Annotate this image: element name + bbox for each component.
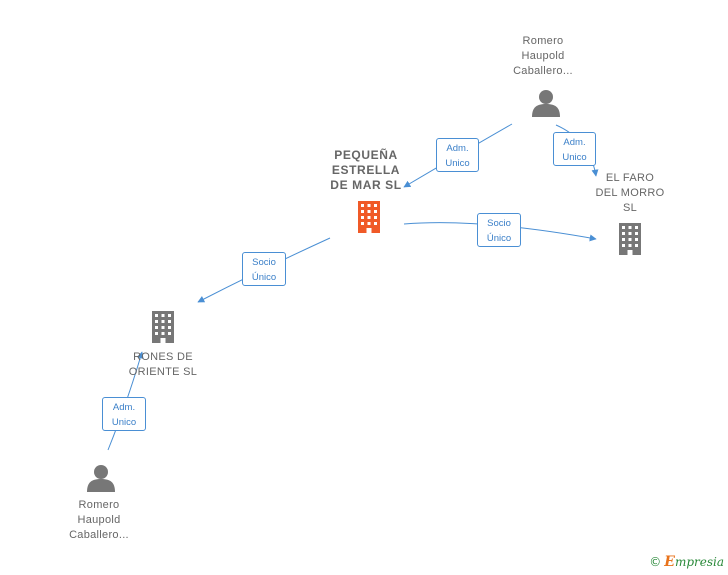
el-faro-building-icon[interactable] (619, 223, 641, 255)
brand-rest: mpresia (674, 555, 724, 569)
edge-label-top-to-main: Adm. Unico (436, 138, 479, 172)
edge-label-top-to-faro: Adm. Unico (553, 132, 596, 166)
person-bottom-icon[interactable] (87, 465, 115, 492)
person-top-icon[interactable] (532, 90, 560, 117)
brand-initial: E (664, 554, 675, 570)
rones-label[interactable]: RONES DE ORIENTE SL (128, 351, 198, 378)
rones-building-icon[interactable] (152, 311, 174, 343)
main-company-label[interactable]: PEQUEÑA ESTRELLA DE MAR SL (330, 148, 402, 192)
edge-label-main-to-faro: Socio Único (477, 213, 521, 247)
person-top-label[interactable]: Romero Haupold Caballero... (513, 35, 573, 77)
main-company-building-icon[interactable] (358, 201, 380, 233)
el-faro-label[interactable]: EL FARO DEL MORRO SL (595, 172, 665, 214)
person-bottom-label[interactable]: Romero Haupold Caballero... (69, 499, 129, 541)
copyright-symbol: © (649, 555, 662, 569)
empresia-watermark: ©Empresia (649, 554, 724, 570)
edge-label-main-to-rones: Socio Único (242, 252, 286, 286)
edge-label-bottom-to-rones: Adm. Unico (102, 397, 146, 431)
